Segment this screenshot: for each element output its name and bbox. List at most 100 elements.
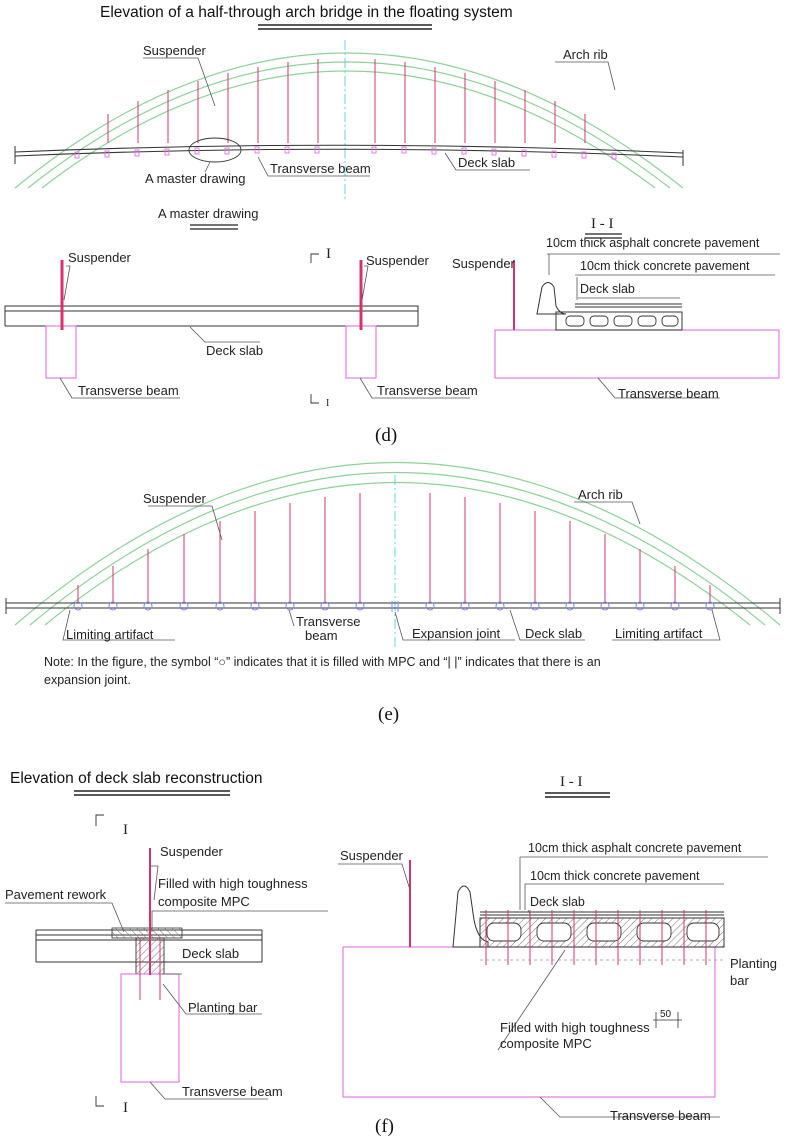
leader [361, 265, 369, 301]
leader [162, 983, 262, 1015]
label-suspender: Suspender [143, 491, 207, 506]
arch-rib-middle [29, 471, 766, 626]
leader-deck [509, 609, 585, 641]
leader-suspender [143, 57, 216, 107]
label-planting-bar: Planting bar [188, 1000, 258, 1015]
label-suspender-right: Suspender [366, 253, 430, 268]
leader [597, 377, 720, 399]
label-limiting-right: Limiting artifact [615, 626, 703, 641]
section-mark-bottom-label: I [326, 398, 329, 409]
leader [63, 265, 71, 301]
label-filled-1: Filled with high toughness [158, 876, 308, 891]
label-filled-2: composite MPC [500, 1036, 592, 1051]
arch-rib-inner [41, 70, 656, 189]
leader [189, 326, 260, 343]
leader-master [204, 161, 211, 173]
label-suspender: Suspender [452, 256, 516, 271]
panel-d-title: Elevation of a half-through arch bridge … [100, 4, 513, 21]
leader [151, 865, 159, 901]
label-asphalt: 10cm thick asphalt concrete pavement [528, 841, 742, 855]
arch-rib-outer [14, 462, 781, 626]
leader-limiting-right [612, 609, 721, 641]
expansion-joint [391, 601, 399, 612]
section-mark-bottom [310, 394, 319, 404]
leader-transverse [257, 156, 370, 177]
caption-f: (f) [375, 1116, 394, 1137]
label-transverse-1: Transverse [296, 614, 361, 629]
section-title: I - I [591, 216, 614, 232]
section-i-i-d: I - I [452, 216, 780, 401]
label-transverse-right: Transverse beam [377, 383, 478, 398]
slab-voids [565, 315, 679, 327]
label-dim: 50 [660, 1009, 672, 1020]
label-filled-1: Filled with high toughness [500, 1020, 650, 1035]
leader-expansion [394, 611, 515, 641]
label-expansion-joint: Expansion joint [412, 626, 501, 641]
leader [149, 1081, 268, 1100]
detail-title: A master drawing [158, 206, 258, 221]
label-filled-2: composite MPC [158, 894, 250, 909]
mpc-circles-e [73, 601, 715, 611]
deck-line-bottom [14, 148, 684, 158]
label-master-drawing: A master drawing [145, 171, 245, 186]
section-title: I - I [560, 774, 583, 790]
leader-limiting-left [62, 609, 175, 641]
label-deck-slab: Deck slab [182, 946, 239, 961]
label-suspender: Suspender [340, 848, 404, 863]
deck-line-top [14, 144, 684, 154]
transverse-beam-section [494, 329, 780, 379]
master-drawing-detail: A master drawing I I Suspend [4, 206, 478, 409]
label-deck-slab: Deck slab [530, 895, 585, 909]
deck-slab-section [555, 311, 683, 331]
label-planting-1: Planting [730, 956, 777, 971]
leader-transverse [288, 609, 295, 627]
label-deck-slab: Deck slab [206, 343, 263, 358]
label-deck-slab: Deck slab [458, 155, 515, 170]
leader [497, 949, 566, 1051]
note-line-1: Note: In the figure, the symbol “○” indi… [44, 655, 601, 669]
caption-e: (e) [378, 704, 399, 725]
leader-arch-rib [574, 501, 641, 525]
leader-arch-rib [555, 61, 616, 91]
transverse-beam-right [345, 325, 377, 379]
suspenders-e [77, 493, 711, 603]
label-concrete: 10cm thick concrete pavement [530, 869, 700, 883]
transverse-beam-left [45, 325, 77, 379]
section-mark-bottom-label: I [123, 1100, 128, 1116]
section-mark-top [310, 253, 319, 263]
leader [527, 909, 531, 915]
slab-voids-f [486, 922, 720, 942]
arch-rib-outer [14, 52, 684, 189]
leader [151, 910, 328, 932]
pavement-rework [111, 927, 183, 939]
leader [359, 377, 470, 399]
deck-slab-top [4, 305, 419, 312]
label-transverse-left: Transverse beam [78, 383, 179, 398]
label-transverse-beam: Transverse beam [270, 161, 371, 176]
label-suspender: Suspender [143, 43, 207, 58]
label-limiting-left: Limiting artifact [66, 627, 154, 642]
label-transverse-beam: Transverse beam [610, 1108, 711, 1123]
leader [59, 377, 180, 399]
leader [539, 1096, 720, 1118]
label-arch-rib: Arch rib [578, 487, 623, 502]
caption-d: (d) [375, 425, 397, 446]
label-asphalt: 10cm thick asphalt concrete pavement [546, 236, 760, 250]
leader [338, 863, 411, 891]
arch-elevation-d: Suspender Arch rib A master drawing Tran… [14, 40, 684, 200]
label-planting-2: bar [730, 973, 749, 988]
panel-d: Elevation of a half-through arch bridge … [4, 4, 780, 446]
arch-rib-middle [27, 61, 671, 189]
note-line-2: expansion joint. [44, 673, 131, 687]
label-arch-rib: Arch rib [563, 47, 608, 62]
transverse-beams-d [74, 146, 617, 160]
panel-f-title: Elevation of deck slab reconstruction [10, 770, 262, 787]
suspenders-d [107, 59, 586, 143]
leader [5, 902, 125, 933]
label-transverse-beam: Transverse beam [618, 386, 719, 401]
label-deck-slab: Deck slab [525, 626, 582, 641]
label-suspender: Suspender [160, 844, 224, 859]
section-mark-bottom [95, 1096, 104, 1107]
label-transverse-2: beam [305, 628, 338, 643]
